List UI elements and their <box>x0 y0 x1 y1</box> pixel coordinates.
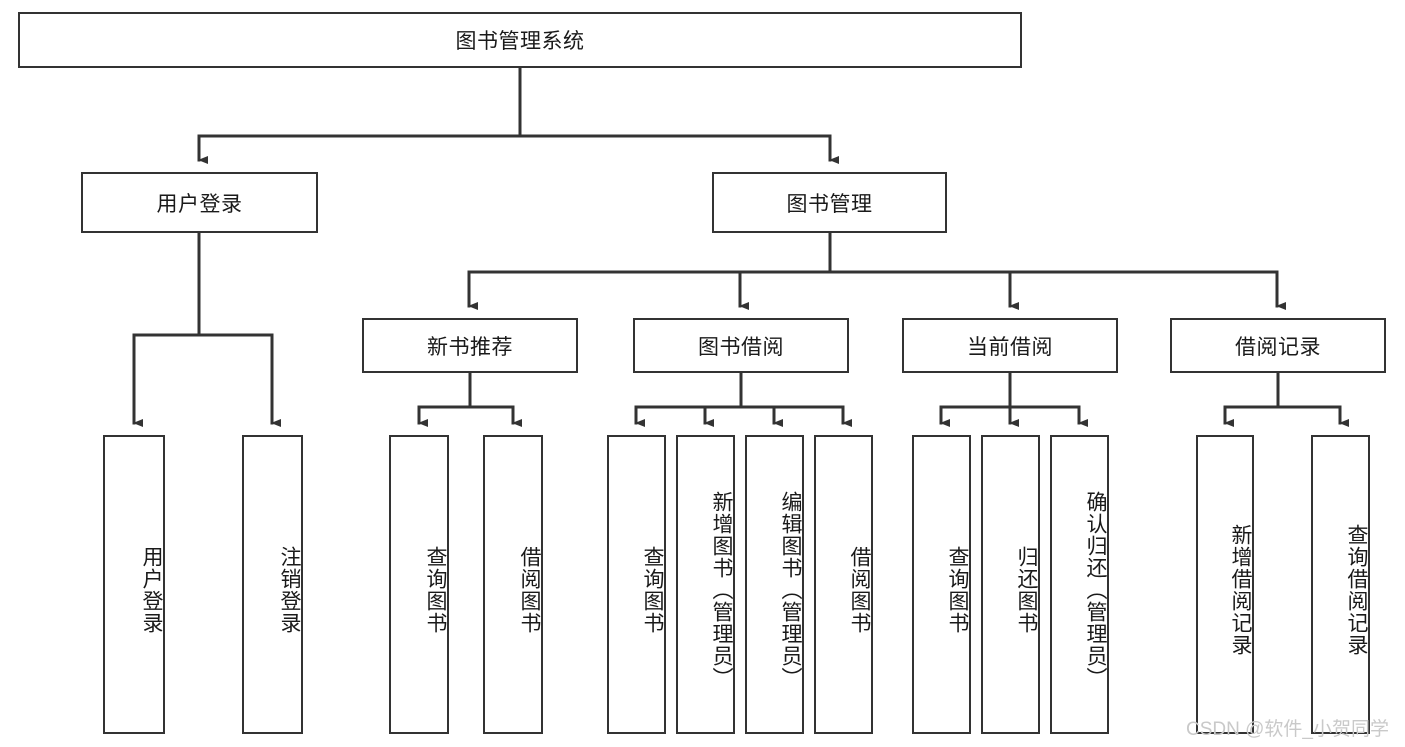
leaf-logout-login[interactable]: 注销登录 <box>242 435 303 734</box>
leaf-borrow-book[interactable]: 借阅图书 <box>814 435 873 734</box>
leaf-query-borrow-record-label: 查询借阅记录 <box>1345 523 1368 656</box>
node-book-borrow-label: 图书借阅 <box>698 335 784 359</box>
leaf-borrow-book-label: 借阅图书 <box>848 545 871 634</box>
leaf-logout-login-label: 注销登录 <box>278 545 301 634</box>
leaf-add-book-admin-label: 新增图书（管理员） <box>710 490 733 689</box>
leaf-borrow-book-recommend[interactable]: 借阅图书 <box>483 435 543 734</box>
leaf-return-book[interactable]: 归还图书 <box>981 435 1040 734</box>
node-new-book-recommend[interactable]: 新书推荐 <box>362 318 578 373</box>
leaf-borrow-book-recommend-label: 借阅图书 <box>518 545 541 634</box>
leaf-add-borrow-record[interactable]: 新增借阅记录 <box>1196 435 1254 734</box>
node-book-management-label: 图书管理 <box>786 192 873 216</box>
node-root-label: 图书管理系统 <box>455 30 585 53</box>
node-user-login[interactable]: 用户登录 <box>81 172 318 233</box>
node-user-login-label: 用户登录 <box>156 192 243 216</box>
leaf-query-borrow-record[interactable]: 查询借阅记录 <box>1311 435 1370 734</box>
leaf-query-book-borrow[interactable]: 查询图书 <box>607 435 666 734</box>
leaf-query-book-current-label: 查询图书 <box>946 545 969 634</box>
leaf-query-book-current[interactable]: 查询图书 <box>912 435 971 734</box>
node-book-borrow[interactable]: 图书借阅 <box>633 318 849 373</box>
node-borrow-record[interactable]: 借阅记录 <box>1170 318 1386 373</box>
leaf-confirm-return-admin[interactable]: 确认归还（管理员） <box>1050 435 1109 734</box>
watermark: CSDN @软件_小贺同学 <box>1186 719 1389 740</box>
node-current-borrow[interactable]: 当前借阅 <box>902 318 1118 373</box>
leaf-add-book-admin[interactable]: 新增图书（管理员） <box>676 435 735 734</box>
leaf-user-login-label: 用户登录 <box>140 545 163 634</box>
node-root[interactable]: 图书管理系统 <box>18 12 1022 68</box>
node-current-borrow-label: 当前借阅 <box>967 335 1053 359</box>
leaf-query-book-recommend-label: 查询图书 <box>424 545 447 634</box>
leaf-query-book-borrow-label: 查询图书 <box>641 545 664 634</box>
leaf-add-borrow-record-label: 新增借阅记录 <box>1229 523 1252 656</box>
leaf-edit-book-admin-label: 编辑图书（管理员） <box>779 490 802 689</box>
leaf-confirm-return-admin-label: 确认归还（管理员） <box>1084 490 1107 689</box>
node-borrow-record-label: 借阅记录 <box>1235 335 1321 359</box>
node-new-book-recommend-label: 新书推荐 <box>427 335 513 359</box>
leaf-edit-book-admin[interactable]: 编辑图书（管理员） <box>745 435 804 734</box>
leaf-return-book-label: 归还图书 <box>1015 545 1038 634</box>
leaf-user-login[interactable]: 用户登录 <box>103 435 165 734</box>
node-book-management[interactable]: 图书管理 <box>712 172 947 233</box>
leaf-query-book-recommend[interactable]: 查询图书 <box>389 435 449 734</box>
